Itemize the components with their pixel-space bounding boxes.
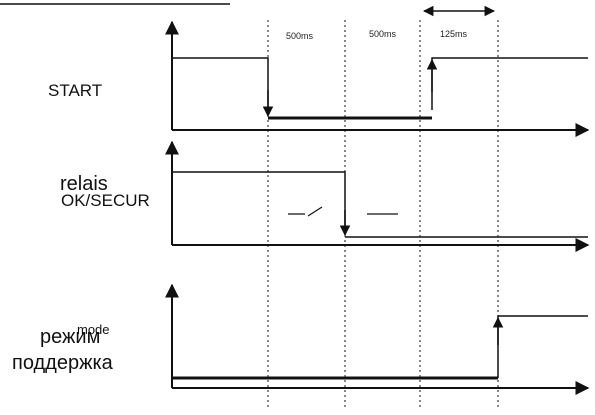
interval-label-3: 125ms — [440, 29, 468, 39]
relay-signal-label: OK/SECUR — [61, 191, 150, 210]
mode-waveform — [172, 315, 588, 380]
mode-signal-label-line2: поддержка — [12, 352, 113, 374]
interval-label-1: 500ms — [286, 31, 314, 41]
axes — [165, 20, 590, 395]
relay-waveform — [172, 171, 588, 238]
mode-overlay-label: mode — [77, 322, 110, 337]
relay-switch-symbol — [288, 206, 398, 217]
start-signal-label: START — [48, 81, 103, 100]
interval-label-2: 500ms — [369, 29, 397, 39]
time-markers — [267, 20, 499, 410]
relay-overlay-label: relais — [60, 173, 108, 195]
mode-signal-label-line1: режим — [40, 326, 101, 348]
start-waveform — [172, 57, 588, 120]
